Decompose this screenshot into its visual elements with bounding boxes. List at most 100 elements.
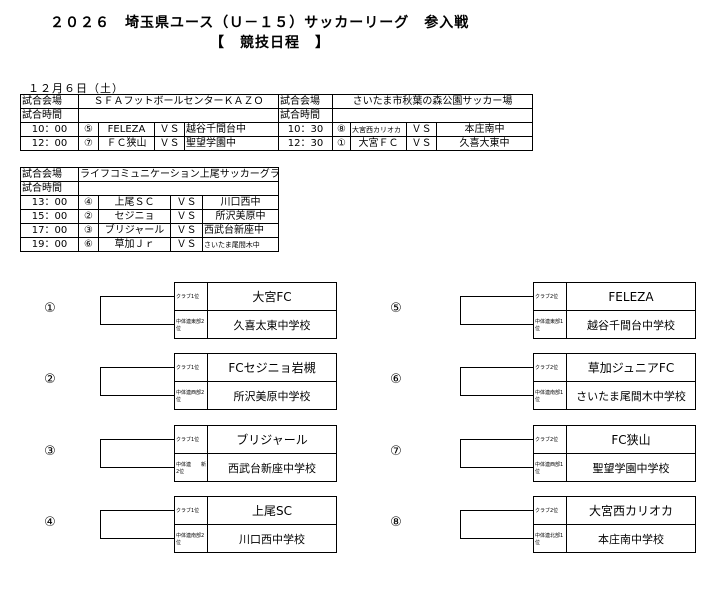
bracket-top-row: クラブ1位大宮FC xyxy=(174,282,337,311)
vs-label: ＶＳ xyxy=(154,136,185,151)
seed-label: クラブ1位 xyxy=(174,353,208,382)
team-name: FCセジニョ岩槻 xyxy=(207,353,337,382)
bracket-bottom-row: 中体連西部1位聖望学園中学校 xyxy=(533,453,696,482)
match-time: 19：00 xyxy=(20,237,79,252)
bracket-line xyxy=(100,510,174,511)
bracket-line xyxy=(460,510,533,511)
bracket-line xyxy=(460,296,533,297)
team-name: 所沢美原中学校 xyxy=(207,381,337,410)
bracket-line xyxy=(100,439,125,467)
match-time: 13：00 xyxy=(20,195,79,210)
bracket-teams: クラブ2位大宮西カリオカ中体連北部1位本庄南中学校 xyxy=(533,496,696,553)
vs-label: ＶＳ xyxy=(406,136,437,151)
seed-label: 中体連南部1位 xyxy=(533,381,567,410)
seed-label: 中体連東部1位 xyxy=(533,310,567,339)
match-time: 15：00 xyxy=(20,209,79,224)
match-time: 12：00 xyxy=(20,136,79,151)
seed-label: クラブ2位 xyxy=(533,496,567,525)
vs-label: ＶＳ xyxy=(170,195,203,210)
seed-label: クラブ1位 xyxy=(174,425,208,454)
bracket-line xyxy=(460,510,485,538)
home-team: ＦＣ狭山 xyxy=(98,136,155,151)
bracket-number: ⑥ xyxy=(390,372,402,387)
match-number: ⑧ xyxy=(332,122,351,137)
venue-row: 試合会場 ＳＦＡフットボールセンターＫＡＺＯ 試合会場 さいたま市秋葉の森公園サ… xyxy=(20,94,534,109)
bracket-line xyxy=(100,439,174,440)
match-number: ⑥ xyxy=(78,237,99,252)
table-row: 12：00 ⑦ ＦＣ狭山 ＶＳ 聖望学園中 12：30 ① 大宮ＦＣ ＶＳ 久喜… xyxy=(20,136,534,151)
away-team: 久喜大東中 xyxy=(435,136,534,151)
seed-label: クラブ2位 xyxy=(533,282,567,311)
bracket-line xyxy=(460,367,485,395)
team-name: ブリジャール xyxy=(207,425,337,454)
bracket-number: ④ xyxy=(44,515,56,530)
bracket-teams: クラブ1位ブリジャール中体連 新2位西武台新座中学校 xyxy=(174,425,337,482)
schedule-table-top: 試合会場 ＳＦＡフットボールセンターＫＡＺＯ 試合会場 さいたま市秋葉の森公園サ… xyxy=(20,94,534,151)
seed-label: クラブ2位 xyxy=(533,353,567,382)
time-label: 試合時間 xyxy=(20,181,79,196)
table-row: 10：00 ⑤ FELEZA ＶＳ 越谷千間台中 10：30 ⑧ 大宮西カリオカ… xyxy=(20,122,534,137)
venue-label: 試合会場 xyxy=(20,167,79,182)
home-team: ブリジャール xyxy=(98,223,171,238)
seed-label: 中体連東部2位 xyxy=(174,310,208,339)
team-name: 越谷千間台中学校 xyxy=(566,310,696,339)
bracket-number: ⑦ xyxy=(390,444,402,459)
bracket-top-row: クラブ1位ブリジャール xyxy=(174,425,337,454)
bracket-bottom-row: 中体連東部1位越谷千間台中学校 xyxy=(533,310,696,339)
team-name: 大宮FC xyxy=(207,282,337,311)
seed-label: クラブ2位 xyxy=(533,425,567,454)
bracket-line xyxy=(460,467,533,468)
team-name: FELEZA xyxy=(566,282,696,311)
bracket-line xyxy=(100,510,125,538)
bracket-line xyxy=(460,324,533,325)
bracket-bottom-row: 中体連東部2位久喜太東中学校 xyxy=(174,310,337,339)
table-row: 17：00 ③ ブリジャール ＶＳ 西武台新座中 xyxy=(20,223,279,238)
team-name: さいたま尾間木中学校 xyxy=(566,381,696,410)
venue-label: 試合会場 xyxy=(20,94,79,109)
seed-label: 中体連西部2位 xyxy=(174,381,208,410)
table-row: 13：00 ④ 上尾ＳＣ ＶＳ 川口西中 xyxy=(20,195,279,210)
bracket-line xyxy=(460,439,533,440)
match-time: 17：00 xyxy=(20,223,79,238)
seed-label: 中体連西部1位 xyxy=(533,453,567,482)
home-team: 大宮西カリオカ xyxy=(350,122,407,137)
bracket-bottom-row: 中体連南部1位さいたま尾間木中学校 xyxy=(533,381,696,410)
vs-label: ＶＳ xyxy=(170,223,203,238)
home-team: FELEZA xyxy=(98,122,155,137)
vs-label: ＶＳ xyxy=(170,209,203,224)
match-number: ⑤ xyxy=(78,122,99,137)
bracket-number: ⑤ xyxy=(390,301,402,316)
match-number: ⑦ xyxy=(78,136,99,151)
time-label: 試合時間 xyxy=(20,108,79,123)
team-name: 西武台新座中学校 xyxy=(207,453,337,482)
match-number: ① xyxy=(332,136,351,151)
bracket-line xyxy=(460,367,533,368)
bracket-line xyxy=(460,395,533,396)
time-label-row: 試合時間 試合時間 xyxy=(20,108,534,123)
bracket-bottom-row: 中体連南部2位川口西中学校 xyxy=(174,524,337,553)
team-name: 本庄南中学校 xyxy=(566,524,696,553)
bracket-number: ① xyxy=(44,301,56,316)
seed-label: 中体連南部2位 xyxy=(174,524,208,553)
bracket-line xyxy=(100,538,174,539)
venue-right: さいたま市秋葉の森公園サッカー場 xyxy=(331,94,534,109)
team-name: 草加ジュニアFC xyxy=(566,353,696,382)
venue-row: 試合会場 ライフコミュニケーション上尾サッカーグラウンド xyxy=(20,167,279,182)
bracket-bottom-row: 中体連 新2位西武台新座中学校 xyxy=(174,453,337,482)
seed-label: 中体連 新2位 xyxy=(174,453,208,482)
bracket-line xyxy=(460,296,485,324)
bracket-top-row: クラブ2位草加ジュニアFC xyxy=(533,353,696,382)
match-time: 10：30 xyxy=(278,122,333,137)
team-name: 大宮西カリオカ xyxy=(566,496,696,525)
seed-label: 中体連北部1位 xyxy=(533,524,567,553)
away-team: 西武台新座中 xyxy=(202,223,279,238)
away-team: 所沢美原中 xyxy=(202,209,279,224)
bracket-line xyxy=(460,538,533,539)
team-name: 聖望学園中学校 xyxy=(566,453,696,482)
